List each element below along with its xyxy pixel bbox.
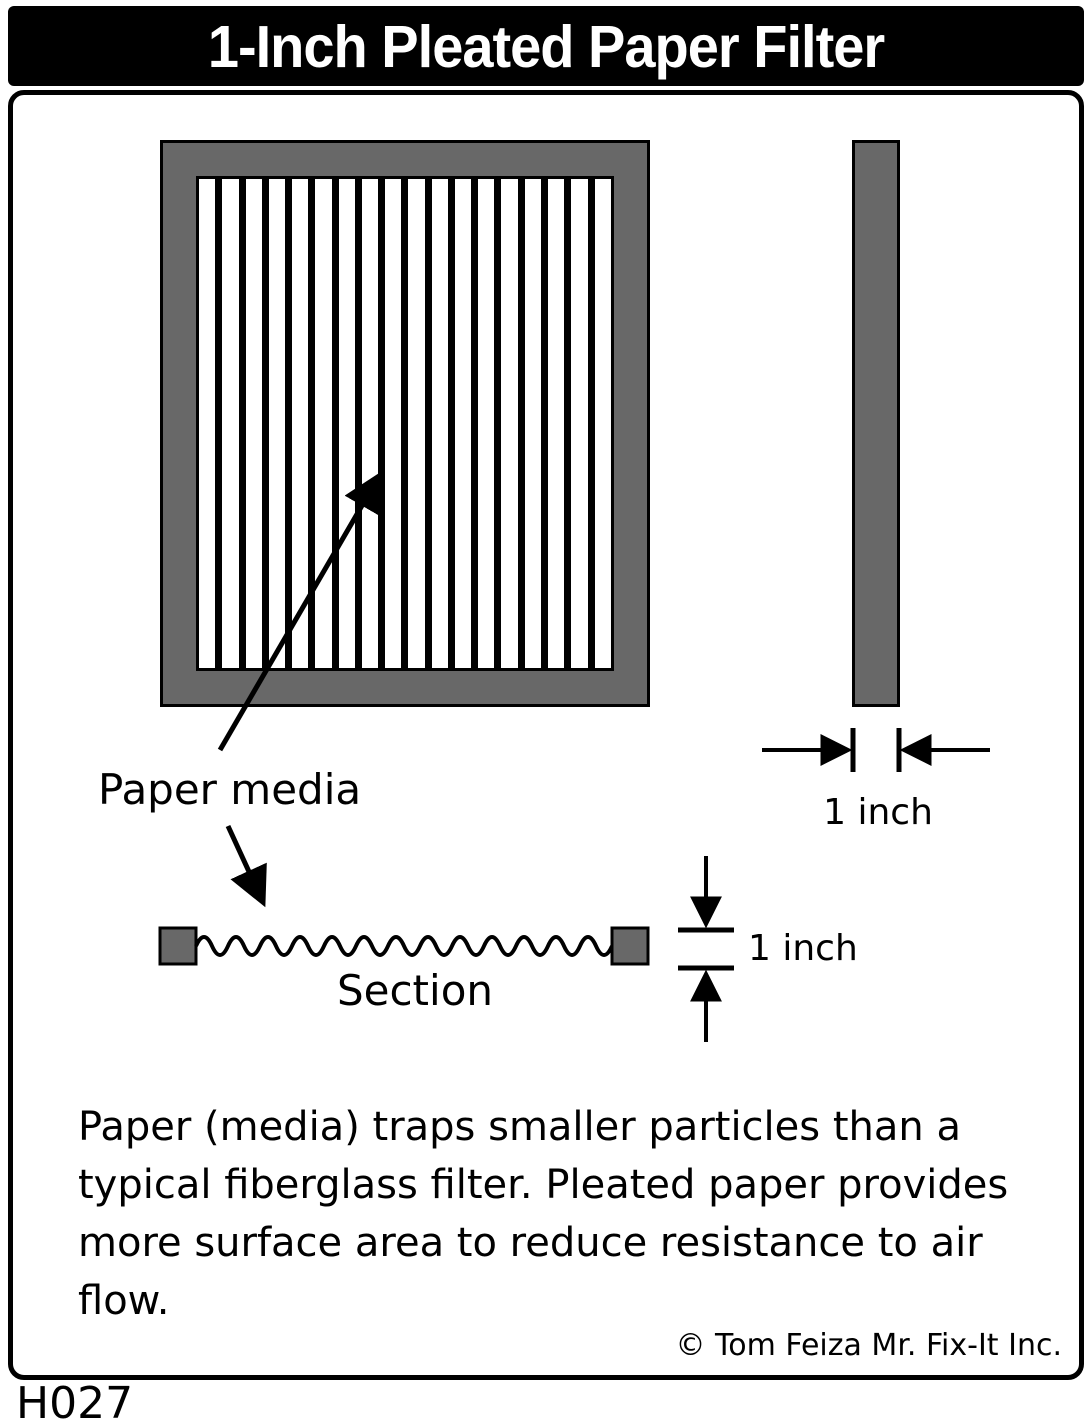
description-text: Paper (media) traps smaller particles th… xyxy=(78,1098,1008,1330)
page-title: 1-Inch Pleated Paper Filter xyxy=(207,12,885,80)
description-line: Paper (media) traps smaller particles th… xyxy=(78,1104,961,1150)
pleat-line xyxy=(238,179,246,668)
description-line: more surface area to reduce resistance t… xyxy=(78,1220,983,1266)
pleat-line xyxy=(285,179,293,668)
pleat-line xyxy=(215,179,223,668)
section-label: Section xyxy=(336,966,494,1015)
pleat-line xyxy=(354,179,362,668)
description-line: flow. xyxy=(78,1278,170,1324)
paper-media-label: Paper media xyxy=(98,765,362,814)
filter-front-view xyxy=(160,140,650,707)
pleat-line xyxy=(308,179,316,668)
pleat-line xyxy=(401,179,409,668)
pleat-line xyxy=(331,179,339,668)
pleat-line xyxy=(424,179,432,668)
pleat-line xyxy=(564,179,572,668)
side-thickness-label: 1 inch xyxy=(823,792,933,833)
pleat-line xyxy=(261,179,269,668)
copyright: © Tom Feiza Mr. Fix-It Inc. xyxy=(675,1328,1062,1363)
pleat-line xyxy=(471,179,479,668)
pleat-line xyxy=(517,179,525,668)
pleat-line xyxy=(587,179,595,668)
pleat-line xyxy=(378,179,386,668)
section-thickness-label: 1 inch xyxy=(748,928,858,969)
filter-pleat-area xyxy=(196,176,614,671)
pleat-line xyxy=(540,179,548,668)
figure-id: H027 xyxy=(16,1378,134,1425)
pleat-line xyxy=(447,179,455,668)
description-line: typical fiberglass filter. Pleated paper… xyxy=(78,1162,1009,1208)
pleat-line xyxy=(494,179,502,668)
title-bar: 1-Inch Pleated Paper Filter xyxy=(8,6,1084,86)
filter-side-view xyxy=(852,140,900,707)
